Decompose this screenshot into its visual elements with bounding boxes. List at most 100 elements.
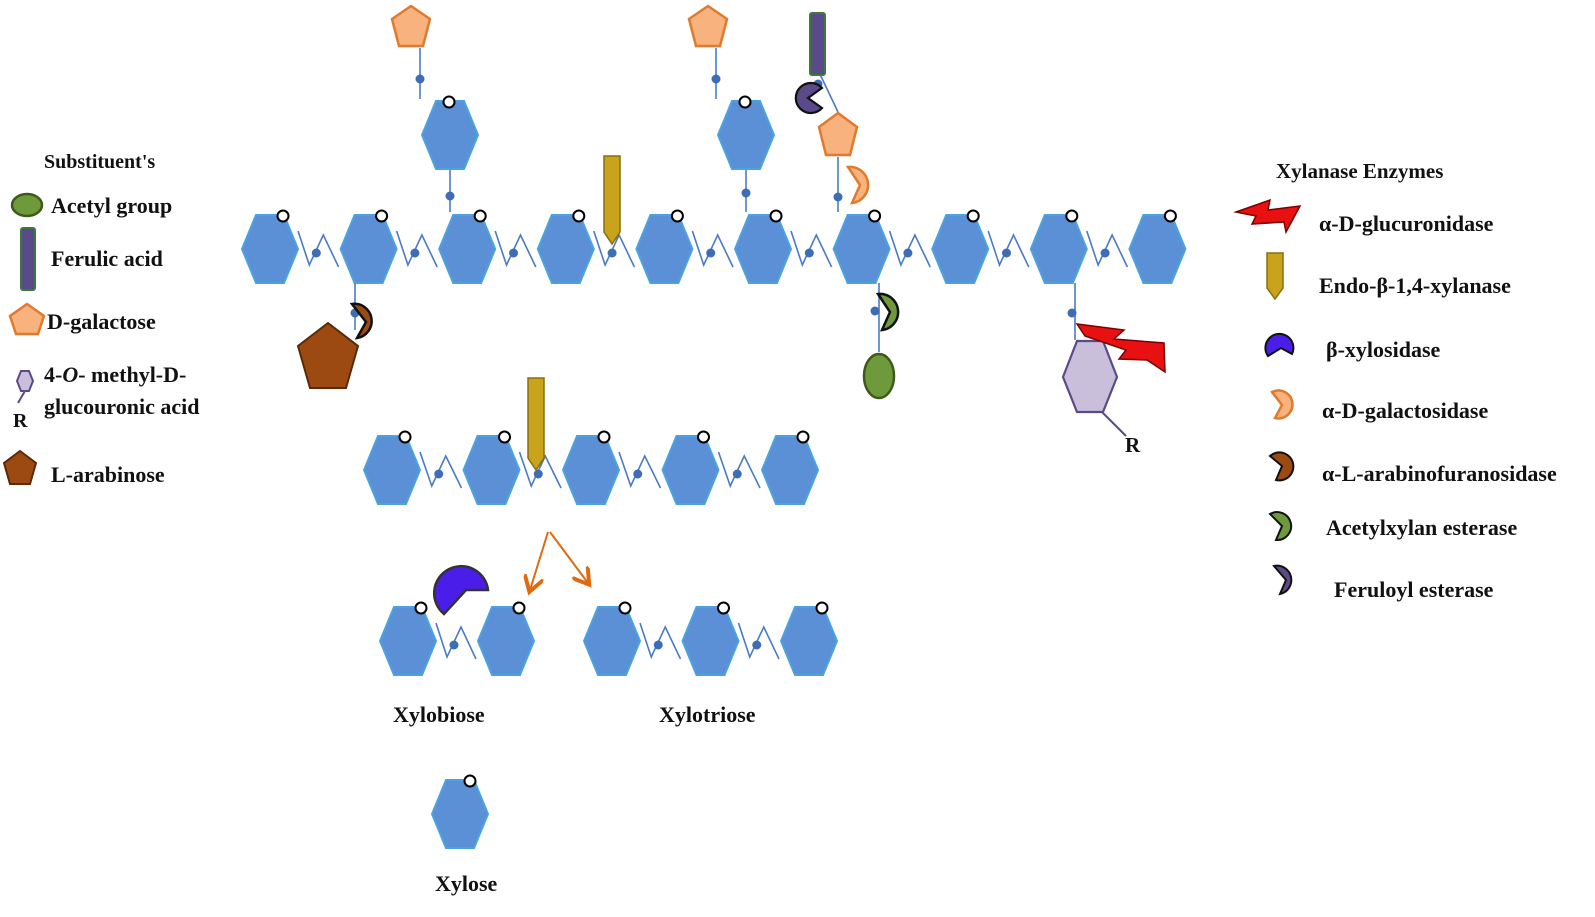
hydroxyl-marker bbox=[1163, 209, 1177, 223]
hydroxyl-marker bbox=[276, 209, 290, 223]
backbone-xylose-4 bbox=[536, 214, 595, 284]
xylosidase-label: β-xylosidase bbox=[1326, 337, 1441, 362]
hydroxyl-marker bbox=[738, 95, 752, 109]
glycosidic-bond-dot bbox=[311, 248, 321, 258]
backbone-xylose-1 bbox=[240, 214, 300, 284]
backbone-xylose-8 bbox=[931, 214, 990, 284]
glycosidic-bond-dot bbox=[434, 469, 444, 479]
backbone-xylose-3 bbox=[438, 214, 497, 284]
xylan-backbone bbox=[240, 209, 1187, 284]
galactosidase-label: α-D-galactosidase bbox=[1322, 398, 1488, 423]
hydroxyl-marker bbox=[697, 430, 710, 444]
glycosidic-bond-dot bbox=[653, 640, 663, 650]
d-galactose-label: D-galactose bbox=[47, 309, 156, 334]
glucuronic-acid-label-line2: glucouronic acid bbox=[44, 394, 199, 419]
galactose-side-3 bbox=[817, 111, 859, 157]
hydroxyl-marker bbox=[398, 430, 412, 444]
xylotriose-xylose-2 bbox=[681, 606, 740, 676]
xylosidase-legend-icon bbox=[1264, 332, 1295, 358]
oligo-xylose-4 bbox=[661, 435, 720, 505]
product-arrows bbox=[530, 531, 588, 590]
glycosidic-bond-dot bbox=[833, 192, 843, 202]
glycosidic-bond-dot bbox=[752, 640, 762, 650]
backbone-xylose-7 bbox=[832, 214, 891, 284]
endoxylanase-cut-icon-2 bbox=[527, 377, 545, 472]
glucuronidase-legend-icon bbox=[1233, 198, 1302, 235]
hydroxyl-marker bbox=[796, 430, 810, 444]
glycosidic-bond-dot bbox=[1100, 248, 1110, 258]
glycosidic-bond-dot bbox=[706, 248, 716, 258]
acetylxylan-esterase-icon bbox=[875, 292, 900, 332]
arabinofuranosidase-icon bbox=[349, 302, 373, 340]
glycosidic-bond-dot bbox=[415, 74, 425, 84]
glucuronidase-icon bbox=[1075, 323, 1166, 374]
glycosidic-bond-dot bbox=[732, 469, 742, 479]
hydroxyl-marker bbox=[717, 601, 730, 615]
hydroxyl-marker bbox=[473, 209, 487, 223]
arabinose-icon bbox=[2, 449, 38, 485]
side-xylose-1 bbox=[420, 99, 480, 171]
hydroxyl-marker bbox=[769, 209, 783, 223]
backbone-xylose-5 bbox=[635, 214, 694, 284]
oligo-xylose-5 bbox=[760, 435, 820, 505]
glycosidic-bond-dot bbox=[741, 188, 751, 198]
xylobiose-molecule bbox=[378, 601, 536, 676]
xylotriose-xylose-1 bbox=[582, 606, 642, 676]
hydroxyl-marker bbox=[572, 209, 586, 223]
glycosidic-bond-dot bbox=[903, 248, 913, 258]
xylose-label: Xylose bbox=[435, 871, 498, 896]
ferulic-acid-side bbox=[809, 12, 826, 76]
backbone-substituents: R bbox=[296, 283, 1166, 457]
arabinose-side bbox=[296, 321, 360, 389]
xylobiose-xylose-1 bbox=[378, 606, 438, 676]
oligo-xylose-2 bbox=[462, 435, 521, 505]
endoxylanase-label: Endo-β-1,4-xylanase bbox=[1319, 273, 1511, 298]
backbone-xylose-2 bbox=[339, 214, 398, 284]
side-chains bbox=[390, 4, 870, 246]
glycosidic-bond-dot bbox=[804, 248, 814, 258]
side-xylose-2 bbox=[716, 99, 776, 171]
substituents-legend: Substituent's Acetyl group Ferulic acid … bbox=[2, 151, 199, 487]
hydroxyl-marker bbox=[1065, 209, 1079, 223]
glucuronic-acid-label-line1: 4-O- methyl-D- bbox=[44, 362, 186, 387]
hydroxyl-marker bbox=[868, 209, 882, 223]
l-arabinose-label: L-arabinose bbox=[51, 462, 165, 487]
galactose-side-2 bbox=[687, 4, 729, 48]
glycosidic-bond-dot bbox=[449, 640, 459, 650]
galactose-icon bbox=[8, 302, 46, 336]
acetyl-group-label: Acetyl group bbox=[51, 193, 172, 218]
acetyl-side bbox=[862, 352, 896, 400]
xylosidase-icon bbox=[432, 564, 490, 616]
galactosidase-icon bbox=[845, 165, 870, 205]
xylotriose-molecule bbox=[582, 601, 839, 676]
acetylxylan-esterase-legend-icon bbox=[1268, 511, 1293, 542]
acetyl-group-icon bbox=[10, 192, 44, 218]
glycosidic-bond-dot bbox=[533, 469, 543, 479]
backbone-xylose-9 bbox=[1029, 214, 1088, 284]
glycosidic-bond-dot bbox=[410, 248, 420, 258]
galactosidase-legend-icon bbox=[1270, 389, 1294, 420]
hydroxyl-marker bbox=[512, 601, 526, 615]
enzymes-legend: Xylanase Enzymes α-D-glucuronidase Endo-… bbox=[1233, 159, 1557, 602]
glucuronic-acid-side bbox=[1061, 339, 1119, 414]
hydroxyl-marker bbox=[966, 209, 980, 223]
feruloyl-esterase-icon bbox=[794, 81, 824, 115]
hydroxyl-marker bbox=[670, 209, 684, 223]
xylobiose-xylose-2 bbox=[476, 606, 536, 676]
backbone-xylose-10 bbox=[1128, 214, 1187, 284]
arabinofuranosidase-label: α-L-arabinofuranosidase bbox=[1322, 461, 1557, 486]
glucuronic-acid-icon bbox=[15, 370, 35, 392]
endoxylanase-cut-icon bbox=[603, 155, 621, 246]
glycosidic-bond-dot bbox=[607, 248, 617, 258]
hydroxyl-marker bbox=[815, 601, 829, 615]
hydroxyl-marker bbox=[375, 209, 389, 223]
xylobiose-label: Xylobiose bbox=[393, 702, 485, 727]
feruloyl-esterase-legend-icon bbox=[1272, 564, 1293, 596]
hydroxyl-marker bbox=[498, 430, 511, 444]
hydroxyl-marker bbox=[442, 95, 456, 109]
glucuronic-r-label: R bbox=[13, 410, 28, 432]
glucuronidase-label: α-D-glucuronidase bbox=[1319, 211, 1494, 236]
acetylxylan-esterase-label: Acetylxylan esterase bbox=[1326, 515, 1517, 540]
oligo-xylose-1 bbox=[362, 435, 422, 505]
glycosidic-bond-dot bbox=[445, 191, 455, 201]
